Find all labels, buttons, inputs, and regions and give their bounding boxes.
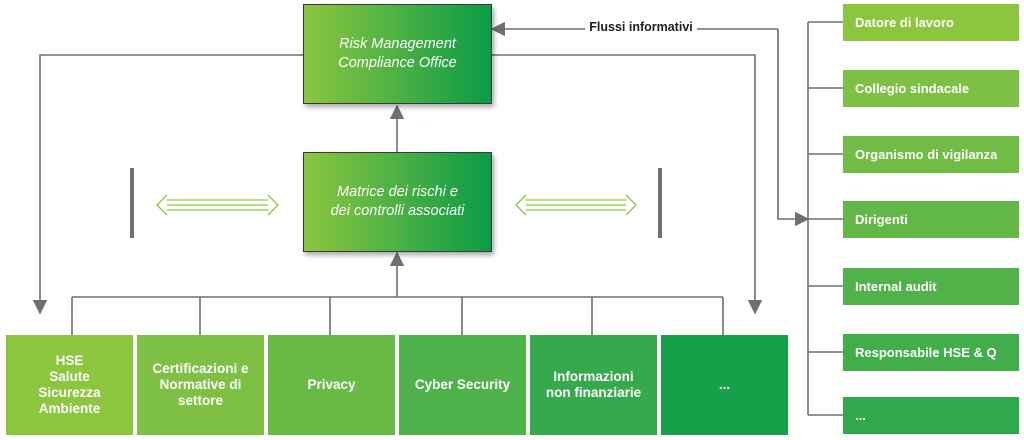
double-arrow-right [515, 194, 637, 216]
right-box-label: Dirigenti [855, 212, 908, 227]
double-arrow-left [156, 194, 279, 216]
risk-office-box[interactable]: Risk Management Compliance Office [303, 4, 492, 104]
right-box-label: Responsabile HSE & Q [855, 345, 997, 360]
right-box-label: ... [855, 408, 866, 423]
right-box-datore[interactable]: Datore di lavoro [843, 4, 1019, 41]
right-box-label: Datore di lavoro [855, 15, 954, 30]
matrix-box[interactable]: Matrice dei rischi e dei controlli assoc… [303, 152, 492, 252]
bottom-box-label: Privacy [307, 377, 356, 392]
bottom-box-label: Informazioni non finanziarie [545, 369, 642, 400]
bottom-box-cyber-security[interactable]: Cyber Security [399, 335, 526, 435]
matrix-label: Matrice dei rischi e dei controlli assoc… [330, 184, 465, 219]
bottom-box-more[interactable]: ... [661, 335, 788, 435]
bottom-box-label: Cyber Security [414, 377, 511, 392]
bottom-box-informazioni[interactable]: Informazioni non finanziarie [530, 335, 657, 435]
right-box-label: Collegio sindacale [855, 81, 970, 96]
right-box-label: Internal audit [855, 279, 937, 294]
flow-to-dirigenti-arrow [777, 29, 810, 227]
right-box-organismo[interactable]: Organismo di vigilanza [843, 136, 1019, 173]
left-separator-bar [130, 168, 134, 238]
flow-label: Flussi informativi [585, 20, 697, 34]
right-box-internal-audit[interactable]: Internal audit [843, 268, 1019, 305]
office-to-hse-arrow [32, 54, 303, 315]
right-box-collegio[interactable]: Collegio sindacale [843, 70, 1019, 107]
office-to-right-arrow [492, 54, 763, 315]
risk-office-label: Risk Management Compliance Office [338, 36, 457, 71]
right-separator-bar [658, 168, 662, 238]
bottom-box-privacy[interactable]: Privacy [268, 335, 395, 435]
right-box-more[interactable]: ... [843, 397, 1019, 434]
bottom-box-hse[interactable]: HSE Salute Sicurezza Ambiente [6, 335, 133, 435]
right-box-label: Organismo di vigilanza [855, 147, 998, 162]
right-box-responsabile[interactable]: Responsabile HSE & Q [843, 334, 1019, 371]
bottom-box-certificazioni[interactable]: Certificazioni e Normative di settore [137, 335, 264, 435]
right-box-dirigenti[interactable]: Dirigenti [843, 201, 1019, 238]
bottom-box-label: HSE Salute Sicurezza Ambiente [38, 353, 101, 416]
bottom-box-label: Certificazioni e Normative di settore [152, 361, 249, 408]
bottom-box-label: ... [718, 377, 731, 392]
